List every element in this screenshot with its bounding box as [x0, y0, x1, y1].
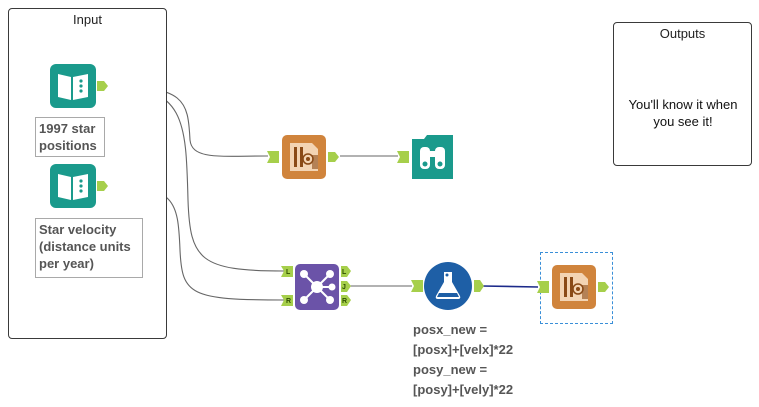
- input-container[interactable]: Input: [8, 8, 167, 339]
- output-anchor-right[interactable]: [341, 295, 351, 306]
- connection-formula-select2[interactable]: [481, 285, 539, 288]
- input-tool-1-label: 1997 star positions: [35, 117, 105, 157]
- book-icon: [50, 164, 96, 208]
- output-anchor[interactable]: [97, 181, 108, 191]
- book-icon: [50, 64, 96, 108]
- select-tool-1[interactable]: [266, 135, 346, 179]
- outputs-container[interactable]: Outputs You'll know it when you see it!: [613, 22, 752, 166]
- join-icon: [295, 264, 339, 310]
- outputs-container-title: Outputs: [659, 26, 706, 41]
- input-anchor[interactable]: [397, 151, 409, 163]
- browse-tool[interactable]: [396, 135, 456, 179]
- anchor-letter-L: L: [286, 269, 291, 276]
- input-tool-2-label: Star velocity (distance units per year): [35, 218, 143, 278]
- formula-annotation-line-2: [posx]+[velx]*22: [413, 342, 514, 357]
- anchor-letter-R-out: R: [342, 298, 347, 305]
- formula-annotation-line-3: posy_new =: [413, 362, 488, 377]
- input-container-title: Input: [73, 12, 102, 27]
- formula-flask-icon: [424, 262, 472, 310]
- outputs-comment: You'll know it when you see it!: [628, 97, 738, 129]
- select-fields-icon: [552, 265, 596, 309]
- anchor-letter-R: R: [286, 298, 291, 305]
- output-anchor[interactable]: [598, 282, 609, 292]
- input-data-tool-1[interactable]: [50, 64, 110, 108]
- input-anchor-left[interactable]: [281, 266, 293, 277]
- join-tool[interactable]: L R L J R: [280, 264, 356, 312]
- input-data-tool-2[interactable]: [50, 164, 110, 208]
- anchor-letter-L-out: L: [342, 269, 347, 276]
- output-anchor-left[interactable]: [341, 266, 351, 277]
- binoculars-icon: [412, 135, 453, 179]
- input-anchor[interactable]: [411, 280, 423, 292]
- formula-tool[interactable]: [410, 262, 486, 310]
- output-anchor[interactable]: [97, 81, 108, 91]
- output-anchor[interactable]: [328, 152, 339, 162]
- output-anchor[interactable]: [474, 280, 484, 292]
- formula-annotation: posx_new = [posx]+[velx]*22 posy_new = […: [413, 320, 543, 400]
- input-anchor[interactable]: [267, 151, 279, 163]
- input-anchor-right[interactable]: [281, 295, 293, 306]
- input-anchor[interactable]: [537, 281, 549, 293]
- formula-annotation-line-4: [posy]+[vely]*22: [413, 382, 514, 397]
- select-fields-icon: [282, 135, 326, 179]
- select-tool-2[interactable]: [536, 265, 616, 309]
- output-anchor-join[interactable]: [341, 281, 351, 292]
- formula-annotation-line-1: posx_new =: [413, 322, 488, 337]
- anchor-letter-J-out: J: [342, 284, 346, 291]
